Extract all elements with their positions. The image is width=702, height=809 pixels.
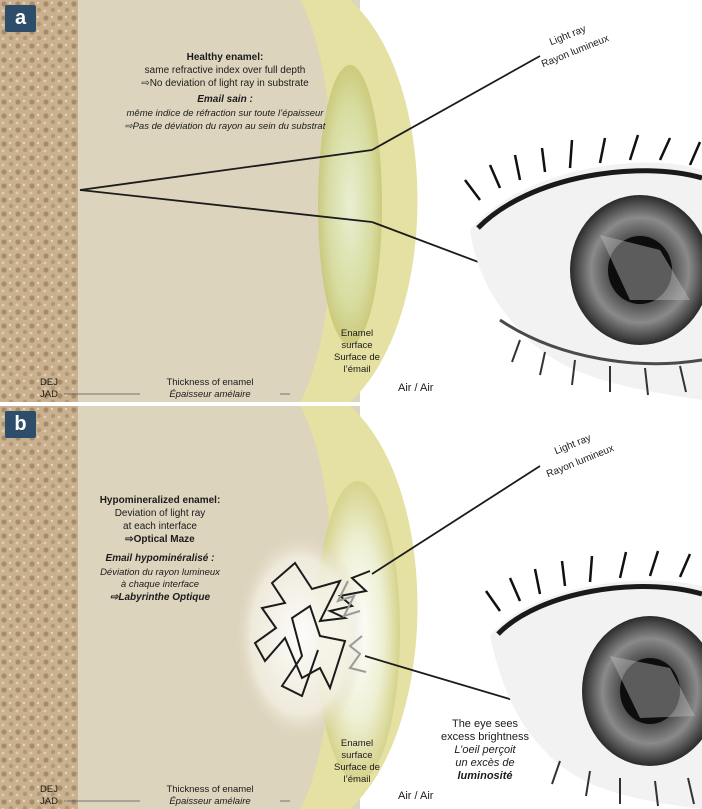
enamel-surface-a-2: surface [327, 340, 387, 351]
hypo-line1: Deviation of light ray [75, 508, 245, 520]
dej-label-b: DEJ [40, 784, 58, 795]
jad-label-a: JAD [40, 389, 58, 400]
heading-email-hypo: Email hypominéralisé : [75, 553, 245, 565]
heading-healthy-enamel: Healthy enamel: [95, 52, 355, 64]
panel-b-label: b [5, 411, 36, 438]
healthy-line1: same refractive index over full depth [95, 65, 355, 77]
enamel-surface-b-2: surface [327, 750, 387, 761]
hypo-fr-line3: ⇨Labyrinthe Optique [75, 592, 245, 604]
hypo-line2: at each interface [75, 521, 245, 533]
enamel-surface-a-3: Surface de [327, 352, 387, 363]
jad-label-b: JAD [40, 796, 58, 807]
sain-line1: même indice de réfraction sur toute l’ép… [90, 108, 360, 119]
panel-a: a Healthy enamel: same refractive index … [0, 0, 702, 402]
enamel-surface-b-1: Enamel [327, 738, 387, 749]
enamel-surface-b-3: Surface de [327, 762, 387, 773]
enamel-surface-b-4: l’émail [327, 774, 387, 785]
thickness-en-a: Thickness of enamel [140, 377, 280, 388]
heading-email-sain: Email sain : [95, 94, 355, 106]
panel-a-label: a [5, 5, 36, 32]
enamel-surface-a-4: l’émail [327, 364, 387, 375]
oeil-percoit-3: luminosité [420, 770, 550, 783]
healthy-line2: ⇨No deviation of light ray in substrate [95, 78, 355, 90]
sain-line2: ⇨Pas de déviation du rayon au sein du su… [90, 121, 360, 132]
air-label-a: Air / Air [398, 382, 433, 395]
hypomineralized-lesion [235, 531, 365, 741]
dej-label-a: DEJ [40, 377, 58, 388]
hypo-line3: ⇨Optical Maze [75, 534, 245, 546]
dentin-texture [0, 0, 78, 402]
heading-hypomineralized: Hypomineralized enamel: [75, 495, 245, 507]
panel-b: b Hypomineralized enamel: Deviation of l… [0, 406, 702, 809]
hypo-fr-line1: Déviation du rayon lumineux [75, 567, 245, 578]
thickness-fr-b: Épaisseur amélaire [140, 796, 280, 807]
enamel-surface-a-1: Enamel [327, 328, 387, 339]
dentin-texture-b [0, 406, 78, 809]
eye-sees-2: excess brightness [420, 731, 550, 744]
air-label-b: Air / Air [398, 790, 433, 803]
hypo-fr-line2: à chaque interface [75, 579, 245, 590]
oeil-percoit-2: un excès de [420, 757, 550, 770]
thickness-en-b: Thickness of enamel [140, 784, 280, 795]
eye-sees-1: The eye sees [420, 718, 550, 731]
thickness-fr-a: Épaisseur amélaire [140, 389, 280, 400]
oeil-percoit-1: L’oeil perçoit [420, 744, 550, 757]
